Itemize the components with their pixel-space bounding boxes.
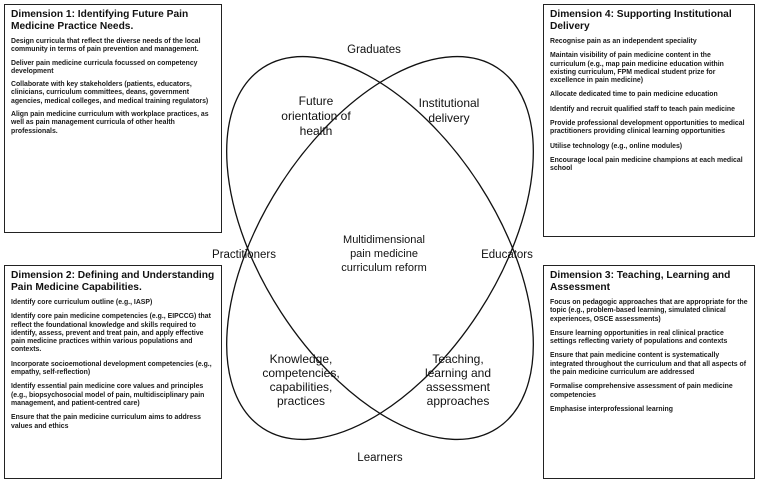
- center-line: pain medicine: [350, 248, 418, 260]
- petal-line: delivery: [428, 111, 469, 125]
- dimension-1-title: Dimension 1: Identifying Future Pain Med…: [11, 9, 189, 32]
- label-educators: Educators: [481, 249, 533, 261]
- list-item: Incorporate socioemotional development c…: [11, 360, 212, 377]
- list-item: Identify core curriculum outline (e.g., …: [11, 299, 153, 306]
- petal-top-right: Institutional delivery: [419, 96, 480, 125]
- dimension-1-box: Dimension 1: Identifying Future Pain Med…: [4, 4, 222, 233]
- petal-line: practices: [277, 394, 325, 408]
- list-item: Identify and recruit qualified staff to …: [550, 105, 735, 113]
- petal-line: Institutional: [419, 96, 480, 110]
- list-item: Deliver pain medicine curricula focussed…: [11, 59, 198, 75]
- list-item: Emphasise interprofessional learning: [550, 405, 673, 413]
- list-item: Align pain medicine curriculum with work…: [11, 111, 209, 135]
- list-item: Ensure that the pain medicine curriculum…: [11, 414, 201, 430]
- petal-line: capabilities,: [270, 380, 333, 394]
- center-label: Multidimensional pain medicine curriculu…: [341, 234, 427, 274]
- dimension-3-box: Dimension 3: Teaching, Learning and Asse…: [543, 265, 755, 479]
- ellipse-right-tilt: [226, 55, 534, 441]
- label-practitioners: Practitioners: [212, 249, 276, 261]
- dimension-4-list: Recognise pain as an independent special…: [550, 38, 748, 174]
- petal-bottom-left: Knowledge, competencies, capabilities, p…: [262, 352, 339, 408]
- list-item: Focus on pedagogic approaches that are a…: [550, 299, 748, 323]
- dimension-2-list: Identify core curriculum outline (e.g., …: [11, 299, 215, 431]
- petal-line: assessment: [426, 380, 491, 394]
- center-line: curriculum reform: [341, 262, 427, 274]
- list-item: Recognise pain as an independent special…: [550, 38, 697, 45]
- petal-line: Knowledge,: [270, 352, 333, 366]
- petal-line: Future: [299, 94, 334, 108]
- petal-bottom-right: Teaching, learning and assessment approa…: [425, 352, 491, 408]
- list-item: Identify essential pain medicine core va…: [11, 383, 205, 407]
- petal-top-left: Future orientation of health: [281, 94, 351, 138]
- list-item: Ensure learning opportunities in real cl…: [550, 329, 728, 346]
- list-item: Utilise technology (e.g., online modules…: [550, 142, 683, 150]
- petal-line: approaches: [427, 394, 490, 408]
- dimension-2-box: Dimension 2: Defining and Understanding …: [4, 265, 222, 479]
- petal-line: learning and: [425, 366, 491, 380]
- list-item: Maintain visibility of pain medicine con…: [550, 52, 724, 85]
- petal-line: competencies,: [262, 366, 339, 380]
- dimension-3-list: Focus on pedagogic approaches that are a…: [550, 299, 748, 414]
- dimension-1-list: Design curricula that reflect the divers…: [11, 38, 215, 136]
- list-item: Formalise comprehensive assessment of pa…: [550, 383, 733, 399]
- petal-line: orientation of: [281, 109, 351, 123]
- dimension-4-box: Dimension 4: Supporting Institutional De…: [543, 4, 755, 237]
- ellipse-left-tilt: [226, 55, 534, 441]
- label-graduates: Graduates: [347, 44, 401, 56]
- petal-line: Teaching,: [432, 352, 483, 366]
- list-item: Collaborate with key stakeholders (patie…: [11, 81, 209, 105]
- dimension-3-title: Dimension 3: Teaching, Learning and Asse…: [550, 270, 731, 293]
- label-learners: Learners: [357, 452, 403, 464]
- list-item: Allocate dedicated time to pain medicine…: [550, 91, 718, 99]
- dimension-4-title: Dimension 4: Supporting Institutional De…: [550, 9, 732, 32]
- center-line: Multidimensional: [343, 234, 425, 246]
- list-item: Identify core pain medicine competencies…: [11, 313, 211, 354]
- list-item: Encourage local pain medicine champions …: [550, 156, 743, 173]
- petal-line: health: [300, 124, 333, 138]
- dimension-2-title: Dimension 2: Defining and Understanding …: [11, 270, 215, 293]
- list-item: Provide professional development opportu…: [550, 120, 745, 136]
- list-item: Ensure that pain medicine content is sys…: [550, 352, 747, 377]
- list-item: Design curricula that reflect the divers…: [11, 38, 201, 54]
